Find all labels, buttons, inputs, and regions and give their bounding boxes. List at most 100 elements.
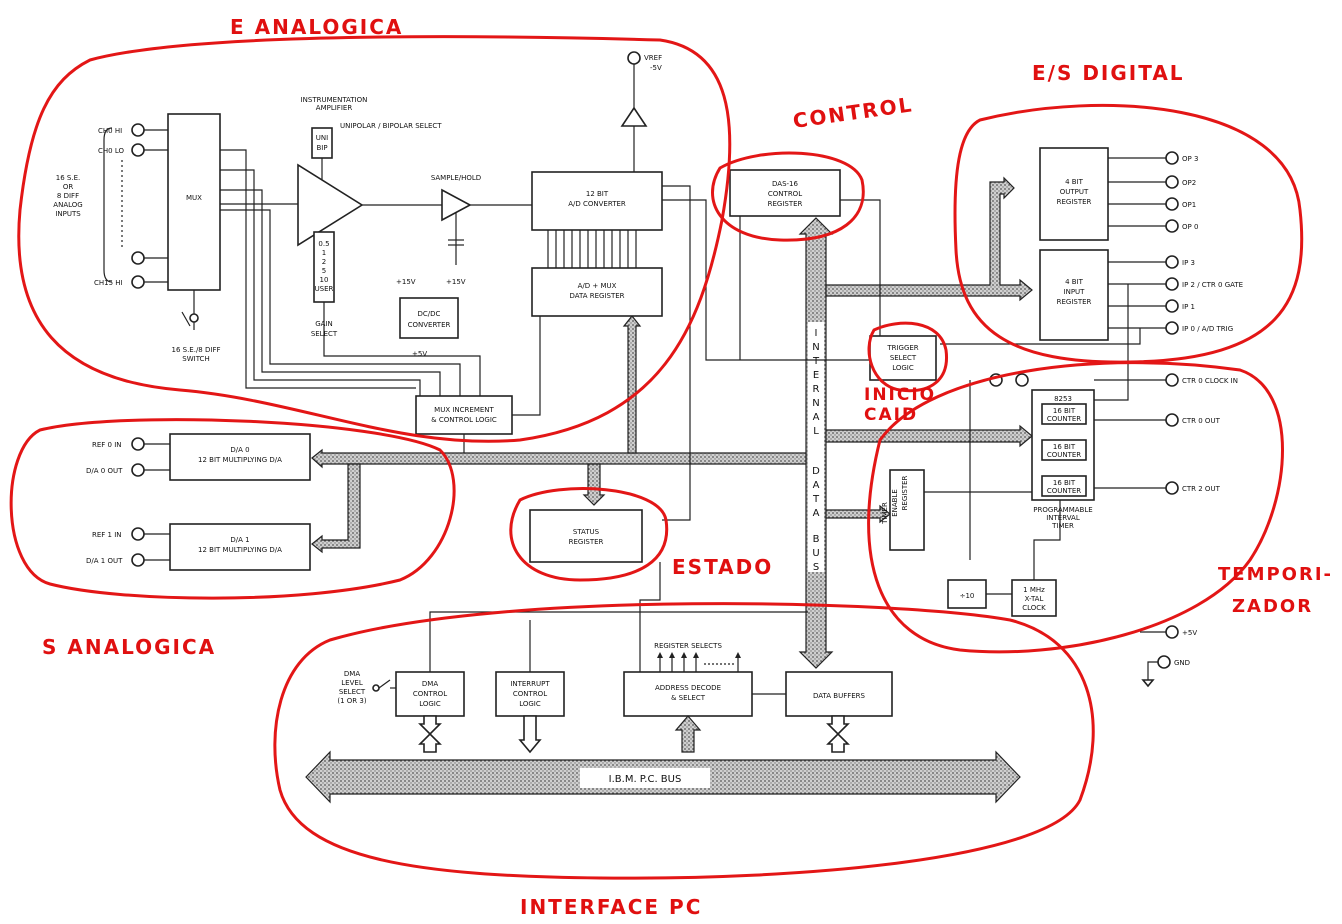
svg-text:T: T — [812, 494, 820, 505]
svg-text:REF 0 IN: REF 0 IN — [92, 441, 122, 449]
svg-text:MUX INCREMENT: MUX INCREMENT — [434, 406, 494, 414]
red-outline-control — [711, 151, 865, 242]
annotation-status: ESTADO — [672, 555, 773, 579]
svg-text:DC/DC: DC/DC — [418, 310, 441, 318]
svg-text:A: A — [813, 508, 820, 519]
status-register — [529, 509, 643, 563]
svg-text:A: A — [813, 480, 820, 491]
mux-control-logic — [415, 395, 513, 435]
svg-text:LOGIC: LOGIC — [892, 364, 914, 372]
svg-text:U: U — [812, 548, 819, 559]
svg-text:5: 5 — [322, 267, 326, 275]
svg-text:N: N — [812, 342, 819, 353]
svg-text:16 S.E.: 16 S.E. — [56, 174, 80, 182]
svg-text:16 BIT: 16 BIT — [1053, 479, 1076, 487]
svg-text:8 DIFF: 8 DIFF — [57, 192, 79, 200]
svg-text:CTR 0 OUT: CTR 0 OUT — [1182, 417, 1221, 425]
svg-text:DMA: DMA — [344, 670, 360, 678]
annotation-timer-1: TEMPORI- — [1218, 564, 1333, 585]
uni-bip-select — [311, 127, 333, 159]
svg-text:CH0 LO: CH0 LO — [98, 147, 124, 155]
svg-text:TIMER: TIMER — [1051, 522, 1074, 530]
svg-text:+5V: +5V — [412, 350, 427, 358]
svg-text:CONTROL: CONTROL — [413, 690, 447, 698]
svg-text:UNI: UNI — [316, 134, 328, 142]
svg-text:CLOCK: CLOCK — [1022, 604, 1046, 612]
svg-text:CONVERTER: CONVERTER — [408, 321, 451, 329]
dma-level-select: DMA LEVEL SELECT (1 OR 3) — [337, 670, 396, 705]
svg-text:I: I — [815, 328, 818, 339]
svg-text:DATA REGISTER: DATA REGISTER — [569, 292, 624, 300]
annotation-timer-2: ZADOR — [1232, 596, 1313, 617]
svg-text:L: L — [813, 426, 819, 437]
bus-branch-da1 — [311, 463, 361, 554]
internal-data-bus-label: I N T E R N A L D A T A B U S — [808, 322, 824, 573]
svg-text:STATUS: STATUS — [573, 528, 600, 536]
svg-text:GND: GND — [1174, 659, 1190, 667]
svg-text:+15V: +15V — [446, 278, 466, 286]
svg-text:TIMER: TIMER — [881, 502, 889, 525]
svg-text:& CONTROL LOGIC: & CONTROL LOGIC — [431, 416, 497, 424]
counter-0: 16 BIT COUNTER — [1041, 403, 1087, 425]
svg-text:REF 1 IN: REF 1 IN — [92, 531, 122, 539]
svg-text:OP 0: OP 0 — [1182, 223, 1198, 231]
se-diff-switch: 16 S.E./8 DIFF SWITCH — [172, 290, 221, 363]
svg-text:SAMPLE/HOLD: SAMPLE/HOLD — [431, 174, 481, 182]
svg-text:E: E — [813, 370, 819, 381]
da1-converter — [169, 523, 311, 571]
analog-output-pins: REF 0 IN D/A 0 OUT REF 1 IN D/A 1 OUT — [86, 437, 170, 567]
counter-1: 16 BIT COUNTER — [1041, 439, 1087, 461]
red-outline-analog-output — [9, 418, 456, 600]
bus-branch-timer-enable — [825, 504, 891, 524]
svg-text:ENABLE: ENABLE — [891, 489, 899, 517]
red-outline-timer — [867, 361, 1284, 654]
svg-text:SELECT: SELECT — [890, 354, 917, 362]
svg-text:CTR 0 CLOCK IN: CTR 0 CLOCK IN — [1182, 377, 1238, 385]
output-register-4bit — [1039, 147, 1109, 241]
svg-text:4 BIT: 4 BIT — [1065, 278, 1084, 286]
svg-text:16 S.E./8 DIFF: 16 S.E./8 DIFF — [172, 346, 221, 354]
svg-text:B: B — [813, 534, 820, 545]
svg-text:& SELECT: & SELECT — [671, 694, 706, 702]
internal-bus-horizontal — [311, 448, 807, 469]
svg-text:S: S — [813, 562, 819, 573]
digital-output-pins: OP 3 OP2 OP1 OP 0 — [1108, 151, 1198, 233]
svg-text:CTR 2 OUT: CTR 2 OUT — [1182, 485, 1221, 493]
timer-pins: CTR 0 CLOCK IN CTR 0 OUT CTR 2 OUT — [1094, 373, 1238, 495]
annotation-trigger-start: INICIO — [864, 385, 936, 405]
svg-text:2: 2 — [322, 258, 326, 266]
svg-text:X-TAL: X-TAL — [1025, 595, 1044, 603]
svg-text:LOGIC: LOGIC — [419, 700, 441, 708]
gain-values: 0.5 1 2 5 10 USER — [315, 240, 334, 293]
input-register-4bit — [1039, 249, 1109, 341]
svg-text:INTERVAL: INTERVAL — [1046, 514, 1080, 522]
svg-text:OP2: OP2 — [1182, 179, 1196, 187]
red-outline-status — [509, 487, 669, 582]
svg-text:A/D CONVERTER: A/D CONVERTER — [568, 200, 626, 208]
svg-text:IP 0 / A/D TRIG: IP 0 / A/D TRIG — [1182, 325, 1233, 333]
svg-text:OR: OR — [63, 183, 74, 191]
analog-input-pins: CH0 HI CH0 LO CH15 HI — [94, 123, 168, 289]
svg-text:CH15 HI: CH15 HI — [94, 279, 123, 287]
svg-text:CONTROL: CONTROL — [513, 690, 547, 698]
svg-text:ADDRESS DECODE: ADDRESS DECODE — [655, 684, 721, 692]
svg-text:IP 1: IP 1 — [1182, 303, 1195, 311]
svg-text:16 BIT: 16 BIT — [1053, 407, 1076, 415]
svg-text:IP 3: IP 3 — [1182, 259, 1195, 267]
svg-text:COUNTER: COUNTER — [1047, 487, 1081, 495]
svg-text:R: R — [813, 384, 820, 395]
red-outline-digital-io — [953, 103, 1304, 364]
svg-text:D/A 0: D/A 0 — [230, 446, 249, 454]
svg-text:IP 2 / CTR 0 GATE: IP 2 / CTR 0 GATE — [1182, 281, 1243, 289]
svg-text:OP1: OP1 — [1182, 201, 1196, 209]
svg-text:12 BIT MULTIPLYING D/A: 12 BIT MULTIPLYING D/A — [198, 546, 282, 554]
unipolar-select-label: UNIPOLAR / BIPOLAR SELECT — [340, 122, 442, 130]
svg-text:12 BIT: 12 BIT — [586, 190, 609, 198]
das16-control-register — [729, 169, 841, 217]
svg-text:16 BIT: 16 BIT — [1053, 443, 1076, 451]
svg-text:LEVEL: LEVEL — [341, 679, 363, 687]
svg-text:TRIGGER: TRIGGER — [886, 344, 918, 352]
data-buffers — [785, 671, 893, 717]
svg-text:INPUTS: INPUTS — [55, 210, 81, 218]
red-outline-trigger — [867, 321, 948, 393]
